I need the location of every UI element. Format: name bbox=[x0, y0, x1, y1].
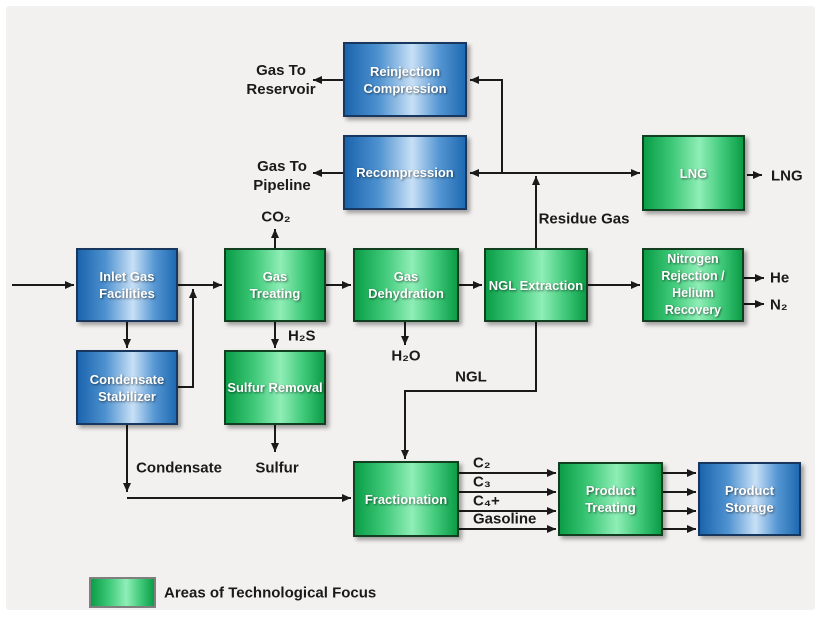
legend-swatch-green bbox=[89, 577, 156, 608]
label-c2: C₂ bbox=[473, 454, 491, 472]
node-sulfur-removal: Sulfur Removal bbox=[224, 350, 326, 425]
node-product-storage: Product Storage bbox=[698, 462, 801, 536]
node-inlet-gas-facilities: Inlet Gas Facilities bbox=[76, 248, 178, 322]
node-nitrogen-rejection-helium-recovery: Nitrogen Rejection / Helium Recovery bbox=[642, 248, 744, 322]
node-reinjection-compression: Reinjection Compression bbox=[343, 42, 467, 117]
node-gas-dehydration: Gas Dehydration bbox=[353, 248, 459, 322]
label-c4-plus: C₄+ bbox=[473, 492, 500, 510]
label-gas-to-reservoir: Gas To Reservoir bbox=[246, 62, 316, 98]
node-fractionation: Fractionation bbox=[353, 461, 459, 537]
label-n2: N₂ bbox=[770, 296, 788, 314]
node-gas-treating: Gas Treating bbox=[224, 248, 326, 322]
node-lng: LNG bbox=[642, 135, 745, 211]
label-lng-out: LNG bbox=[771, 167, 803, 185]
node-product-treating: Product Treating bbox=[558, 462, 663, 536]
node-ngl-extraction: NGL Extraction bbox=[484, 248, 588, 322]
label-condensate: Condensate bbox=[136, 459, 222, 477]
label-gasoline: Gasoline bbox=[473, 510, 537, 528]
node-condensate-stabilizer: Condensate Stabilizer bbox=[76, 350, 178, 425]
label-residue-gas: Residue Gas bbox=[538, 210, 630, 228]
label-co2: CO₂ bbox=[261, 208, 291, 226]
label-h2o: H₂O bbox=[391, 347, 421, 365]
label-he: He bbox=[770, 269, 790, 287]
legend-label: Areas of Technological Focus bbox=[164, 584, 377, 602]
label-sulfur: Sulfur bbox=[255, 459, 299, 477]
label-ngl: NGL bbox=[455, 368, 487, 386]
label-c3: C₃ bbox=[473, 473, 491, 491]
node-recompression: Recompression bbox=[343, 135, 467, 210]
label-h2s: H₂S bbox=[288, 327, 316, 345]
label-gas-to-pipeline: Gas To Pipeline bbox=[253, 158, 311, 194]
